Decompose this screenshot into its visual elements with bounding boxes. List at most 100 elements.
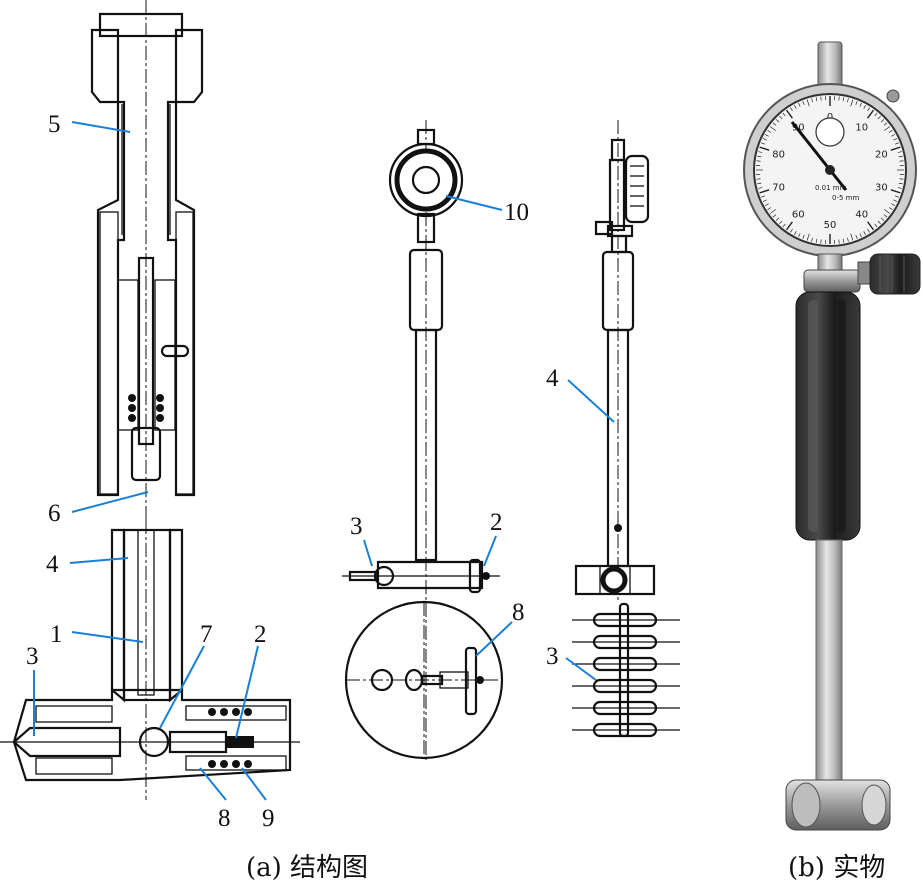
dial-number: 40	[855, 210, 868, 221]
dial-tick	[874, 223, 878, 228]
dial-tick	[767, 207, 772, 210]
sectional-view: 5 6 4 1 3 7 2 8 9	[0, 0, 300, 832]
dial-number: 30	[875, 183, 888, 194]
dial-tick	[899, 160, 904, 162]
dial-ticks	[756, 96, 904, 244]
dial-tick	[890, 189, 901, 194]
label-2-front: 2	[490, 509, 503, 536]
dial-tick	[859, 233, 862, 238]
label-10: 10	[504, 199, 529, 226]
dial-tick	[855, 101, 858, 106]
dial-tick	[842, 238, 845, 243]
dial-number: 60	[792, 210, 805, 221]
dial-tick	[811, 237, 813, 242]
dial-tick	[785, 221, 793, 231]
leader-9	[241, 767, 267, 801]
dial-tick	[802, 234, 805, 239]
leader-4-side	[567, 379, 615, 423]
label-4: 4	[46, 551, 59, 578]
dial-tick	[883, 122, 888, 126]
dial-text-range: 0-5 mm	[832, 194, 859, 202]
dial-tick	[758, 187, 763, 189]
dial-tick	[891, 203, 896, 206]
dial-tick	[898, 155, 903, 158]
dial-tick	[867, 228, 870, 233]
spring-9	[208, 708, 252, 768]
leader-10	[445, 195, 503, 211]
dial-tick	[759, 146, 770, 151]
dial-number: 70	[772, 183, 785, 194]
dial-tick	[794, 231, 797, 236]
dial-tick	[764, 134, 769, 137]
dial-tick	[811, 98, 813, 103]
dial-tick	[806, 233, 810, 241]
dial-tick	[859, 102, 862, 107]
dial-tick	[897, 151, 902, 153]
dial-tick	[897, 187, 902, 189]
anvil-set	[572, 602, 680, 738]
dial-tick	[806, 99, 810, 107]
dial-tick	[782, 112, 786, 117]
dial-tick	[877, 115, 881, 120]
dial-tick	[767, 130, 772, 133]
dial-tick	[757, 155, 762, 158]
dial-tick	[815, 97, 818, 102]
label-7: 7	[200, 621, 213, 648]
dial-tick	[794, 104, 797, 109]
real-gauge-illustration: 0102030405060708090 0.01 mm 0-5 mm	[743, 41, 921, 831]
dial-tick	[898, 182, 903, 185]
dial-tick	[775, 119, 780, 123]
dial-tick	[867, 107, 870, 112]
dial-tick	[757, 182, 762, 185]
dial-tick	[762, 138, 767, 141]
spring-coils	[128, 394, 164, 422]
dial-tick	[785, 109, 793, 119]
leader-8-front	[475, 621, 513, 657]
dial-tick	[880, 119, 885, 123]
dial-tick	[758, 151, 763, 153]
dial-tick	[891, 134, 896, 137]
dial-tick	[847, 237, 849, 242]
dial-tick	[847, 98, 849, 103]
dial-tick	[842, 97, 845, 102]
dial-tick	[815, 238, 818, 243]
dial-tick	[820, 239, 822, 244]
label-2: 2	[254, 621, 267, 648]
label-5: 5	[48, 111, 61, 138]
side-view: 4 3	[546, 120, 680, 738]
leader-1	[71, 631, 144, 643]
dial-number: 50	[824, 220, 837, 231]
caption-real: (b) 实物	[788, 853, 885, 883]
dial-tick	[874, 112, 878, 117]
dial-tick	[779, 115, 783, 120]
dial-tick	[893, 138, 898, 141]
label-8-front: 8	[512, 599, 525, 626]
front-view: 10 3 2 8	[342, 120, 529, 760]
dial-tick	[899, 178, 904, 180]
label-6: 6	[48, 500, 61, 527]
dial-number: 20	[875, 149, 888, 160]
dial-tick	[764, 203, 769, 206]
upper-housing	[90, 0, 204, 520]
dial-text-resolution: 0.01 mm	[815, 184, 847, 192]
dial-tick	[883, 214, 888, 218]
dial-tick	[850, 99, 854, 107]
leader-3-side	[565, 657, 597, 681]
dial-tick	[756, 160, 761, 162]
dial-tick	[850, 233, 854, 241]
label-3-front: 3	[350, 513, 363, 540]
dial-tick	[759, 189, 770, 194]
lower-head	[0, 520, 300, 800]
label-9: 9	[262, 805, 275, 832]
dial-tick	[855, 234, 858, 239]
dial-tick	[769, 126, 777, 131]
label-3-side: 3	[546, 643, 559, 670]
dial-tick	[790, 228, 793, 233]
leader-8	[199, 767, 227, 801]
leader-2	[235, 645, 259, 739]
leader-2-front	[483, 535, 497, 567]
dial-tick	[762, 199, 767, 202]
leader-5	[71, 121, 131, 133]
dial-tick	[782, 223, 786, 228]
